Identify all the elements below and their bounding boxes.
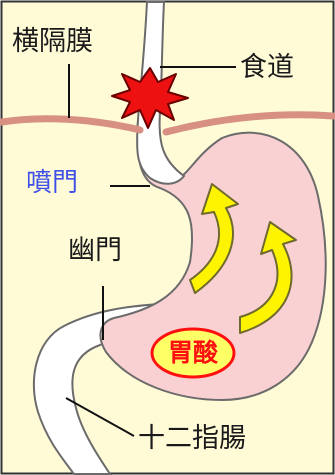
duodenum-label: 十二指腸: [138, 425, 246, 452]
gastric-acid-label: 胃酸: [150, 340, 236, 365]
cardia-label: 噴門: [26, 170, 78, 196]
pylorus-label: 幽門: [68, 237, 122, 264]
esophagus-label: 食道: [240, 54, 294, 81]
diaphragm-label: 横隔膜: [12, 28, 93, 55]
